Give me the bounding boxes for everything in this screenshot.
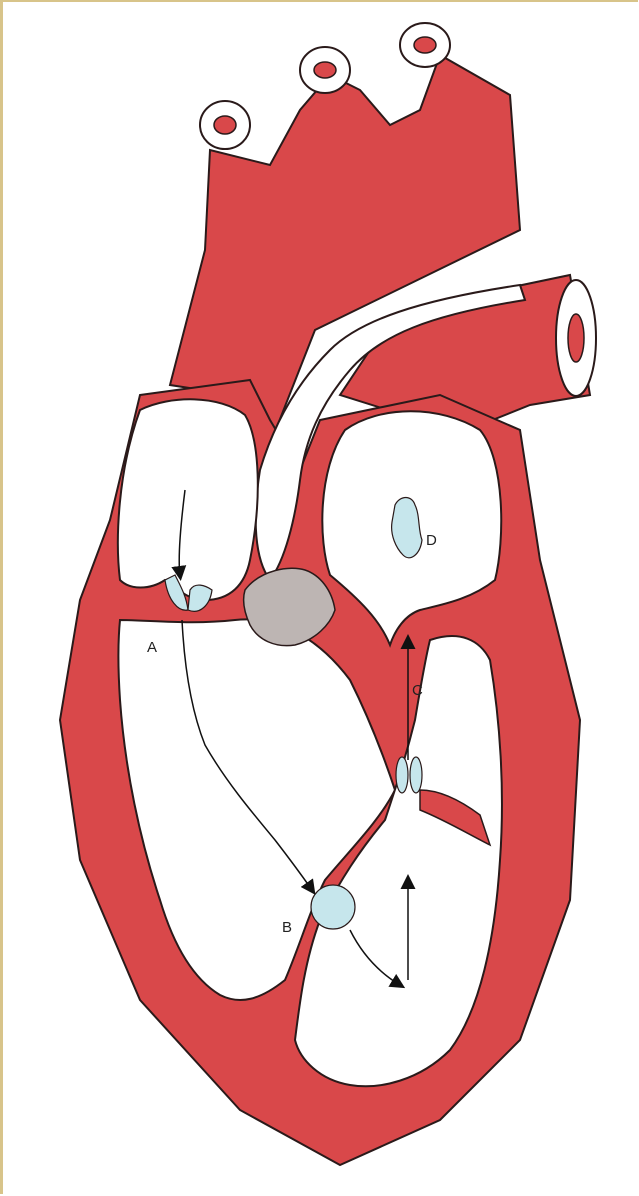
valve-b [311, 885, 355, 929]
label-b: B [282, 919, 292, 936]
label-c: C [412, 682, 423, 699]
label-d: D [426, 532, 437, 549]
left-upper-chamber [118, 399, 258, 600]
label-a: A [147, 639, 157, 656]
